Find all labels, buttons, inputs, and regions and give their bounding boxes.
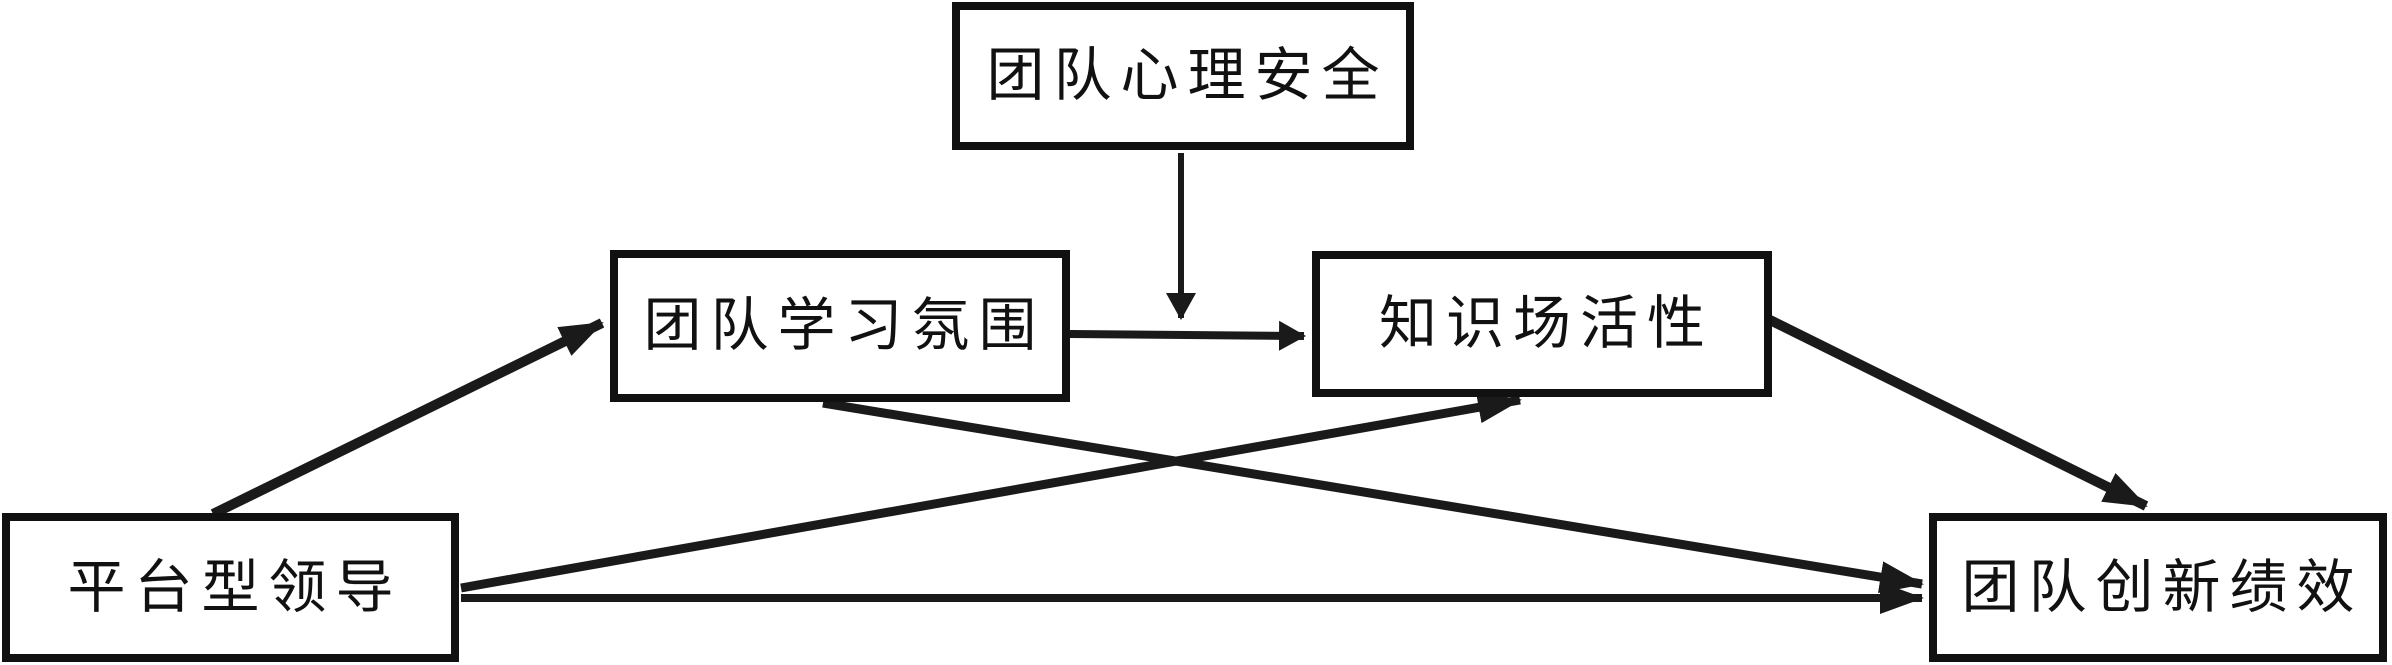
- node-knowledge-field-vitality: 知识场活性: [1312, 251, 1772, 397]
- node-team-innovation-performance: 团队创新绩效: [1929, 513, 2387, 662]
- node-team-psychological-safety: 团队心理安全: [952, 2, 1414, 150]
- arrow-knowledge-field-to-innovation-performance: [1767, 315, 2149, 511]
- node-knowledge-field-vitality-label: 知识场活性: [1378, 291, 1714, 356]
- node-team-learning-climate: 团队学习氛围: [610, 250, 1070, 402]
- node-platform-leadership-label: 平台型领导: [67, 554, 403, 620]
- arrow-platform-leadership-to-learning-climate: [210, 318, 605, 519]
- arrow-learning-climate-to-knowledge-field: [1069, 320, 1306, 351]
- node-team-psychological-safety-label: 团队心理安全: [986, 43, 1389, 108]
- node-team-innovation-performance-label: 团队创新绩效: [1961, 554, 2364, 620]
- node-team-learning-climate-label: 团队学习氛围: [643, 293, 1046, 358]
- arrow-learning-climate-to-innovation-performance: [822, 398, 1924, 593]
- arrow-platform-leadership-to-knowledge-field: [460, 391, 1522, 593]
- node-platform-leadership: 平台型领导: [2, 513, 459, 662]
